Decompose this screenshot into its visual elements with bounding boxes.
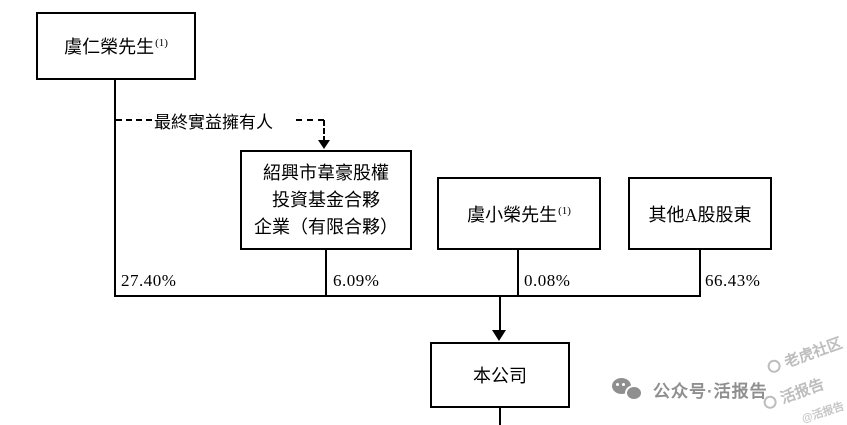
node-yu-xiaorong-footnote: (1)	[558, 204, 571, 217]
watermark-handle: @活报告	[800, 400, 846, 425]
node-yu-renrong-name: 虞仁榮先生	[64, 37, 155, 57]
arrowhead-company-icon	[492, 330, 506, 341]
connector-other-drop	[699, 250, 701, 295]
node-yu-xiaorong-label: 虞小榮先生(1)	[467, 201, 571, 227]
pct-yu-xiaorong: 0.08%	[524, 271, 571, 290]
node-company: 本公司	[430, 342, 570, 408]
wechat-icon	[612, 377, 644, 402]
watermark-report-text: 活报告	[778, 375, 827, 408]
node-other-a-share-label: 其他A股股東	[648, 204, 752, 225]
connector-yu-renrong-vertical	[114, 80, 116, 295]
node-yu-xiaorong-name: 虞小榮先生	[467, 204, 558, 225]
node-company-label: 本公司	[473, 366, 527, 386]
pct-fund: 6.09%	[333, 271, 380, 290]
connector-fund-drop	[325, 250, 327, 295]
watermark-wechat: 公众号·活报告	[612, 377, 768, 402]
report-logo-icon	[761, 393, 779, 411]
arrowhead-fund-icon	[318, 140, 330, 149]
watermark-tiger-text: 老虎社区	[782, 334, 845, 372]
pct-other: 66.43%	[705, 271, 761, 290]
node-fund: 紹興市韋豪股權 投資基金合夥 企業（有限合夥）	[240, 150, 412, 250]
node-yu-xiaorong: 虞小榮先生(1)	[437, 177, 601, 250]
node-yu-renrong-label: 虞仁榮先生(1)	[64, 33, 168, 59]
node-fund-label: 紹興市韋豪股權 投資基金合夥 企業（有限合夥）	[254, 162, 398, 237]
beneficial-owner-label: 最終實益擁有人	[154, 113, 273, 132]
node-other-a-share: 其他A股股東	[628, 177, 772, 250]
connector-dashed-down	[323, 120, 325, 142]
node-yu-renrong-footnote: (1)	[155, 37, 168, 49]
tiger-logo-icon	[765, 357, 783, 375]
watermark-wechat-text: 公众号·活报告	[653, 382, 768, 401]
watermark-tiger-community: 老虎社区	[764, 332, 845, 378]
connector-dashed-left	[116, 119, 152, 121]
connector-company-drop	[499, 297, 501, 331]
pct-yu-renrong: 27.40%	[121, 271, 177, 290]
node-yu-renrong: 虞仁榮先生(1)	[36, 12, 196, 80]
connector-dashed-right	[296, 119, 324, 121]
connector-bus	[114, 295, 701, 297]
connector-yu-xiaorong-drop	[517, 250, 519, 295]
connector-company-stub	[499, 408, 501, 425]
